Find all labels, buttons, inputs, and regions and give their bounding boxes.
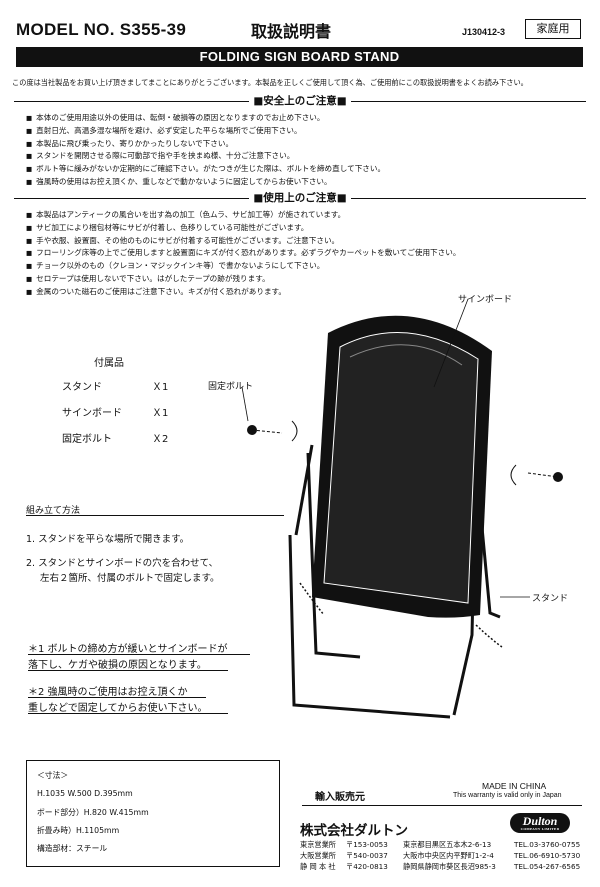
- board-surface: [323, 332, 479, 604]
- dims-board: ボード部分）H.820 W.415mm: [37, 808, 149, 817]
- stand-front-frame: [288, 534, 451, 719]
- made-in: MADE IN CHINA: [482, 781, 547, 791]
- accessory-name: スタンド: [62, 382, 102, 393]
- assembly-step-2: 2. スタンドとサインボードの穴を合わせて、: [26, 558, 219, 569]
- note-underline: [28, 654, 250, 655]
- stand-rear-leg: [306, 452, 361, 659]
- office-tel: TEL.054-267-6565: [514, 862, 581, 871]
- usage-list: 本製品はアンティークの風合いを出す為の加工（色ムラ、サビ加工等）が施されています…: [26, 209, 460, 299]
- household-badge: 家庭用: [525, 19, 581, 39]
- usage-title: ■使用上のご注意■: [249, 192, 351, 204]
- note-underline: [28, 713, 228, 714]
- company-name: 株式会社ダルトン: [300, 823, 408, 839]
- footer-rule: [302, 805, 582, 806]
- list-item: 強風時の使用はお控え頂くか、重しなどで動かないように固定してからお使い下さい。: [26, 176, 385, 189]
- accessory-name: サインボード: [62, 408, 122, 419]
- doc-title: 取扱説明書: [251, 22, 332, 41]
- leader-line: [433, 298, 469, 388]
- chain: [299, 582, 325, 616]
- list-item: スタンドを開閉させる際に可動部で指や手を挟まぬ様、十分ご注意下さい。: [26, 150, 385, 163]
- accessory-row: スタンド Ｘ1: [62, 378, 182, 393]
- list-item: ボルト等に緩みがないか定期的にご確認下さい。がたつきが生じた際は、ボルトを締め直…: [26, 163, 385, 176]
- accessory-name: 固定ボルト: [62, 434, 112, 445]
- office-tel: TEL.06-6910-5730: [514, 851, 581, 860]
- note-underline: [28, 697, 206, 698]
- accessory-row: サインボード Ｘ1: [62, 404, 182, 419]
- list-item: サビ加工により梱包材等にサビが付着し、色移りしている可能性がございます。: [26, 222, 460, 235]
- importer-label: 輸入販売元: [315, 792, 365, 803]
- logo-text: Dulton: [522, 814, 558, 828]
- list-item: セロテープは使用しないで下さい。はがしたテープの跡が残ります。: [26, 273, 460, 286]
- office-address: 大阪市中央区内平野町1-2-4: [403, 851, 494, 860]
- intro-text: この度は当社製品をお買い上げ頂きましてまことにありがとうございます。本製品を正し…: [12, 78, 528, 87]
- office-name: 静 岡 本 社: [300, 862, 336, 871]
- assembly-step-2-cont: 左右２箇所、付属のボルトで固定します。: [40, 573, 220, 584]
- assembly-title: 組み立て方法: [26, 506, 81, 516]
- dims-label: ＜寸法＞: [37, 771, 69, 780]
- list-item: 本製品はアンティークの風合いを出す為の加工（色ムラ、サビ加工等）が施されています…: [26, 209, 460, 222]
- note-2-line-2: 重しなどで固定してからお使い下さい。: [28, 703, 208, 714]
- list-item: 金属のついた磁石のご使用はご注意下さい。キズが付く恐れがあります。: [26, 286, 460, 299]
- list-item: 本製品に飛び乗ったり、寄りかかったりしないで下さい。: [26, 138, 385, 151]
- accessory-qty: Ｘ1: [152, 382, 169, 393]
- list-item: チョーク以外のもの（クレヨン・マジックインキ等）で書かないようにして下さい。: [26, 260, 460, 273]
- leader-line: [241, 386, 249, 422]
- safety-list: 本体のご使用用途以外の使用は、転倒・破損等の原因となりますのでお止め下さい。 直…: [26, 112, 385, 189]
- office-tel: TEL.03-3760-0755: [514, 840, 581, 849]
- bolt-axis: [527, 472, 559, 478]
- office-postal: 〒420-0813: [346, 862, 388, 871]
- rotate-arrow-icon: [291, 420, 298, 442]
- note-1-line-1: ＊1 ボルトの締め方が緩いとサインボードが: [28, 644, 228, 655]
- office-postal: 〒153-0053: [346, 840, 388, 849]
- accessory-qty: Ｘ2: [152, 434, 169, 445]
- note-1-line-2: 落下し、ケガや破損の原因となります。: [28, 660, 207, 671]
- assembly-rule: [26, 515, 284, 516]
- usage-section-header: ■使用上のご注意■: [14, 191, 586, 205]
- bolt-label: 固定ボルト: [208, 382, 254, 392]
- dulton-logo: Dulton COMPANY LIMITED: [510, 813, 570, 833]
- list-item: 手や衣服、設置面、その他のものにサビが付着する可能性がございます。ご注意下さい。: [26, 235, 460, 248]
- stand-label: スタンド: [532, 594, 569, 604]
- rotate-arrow-icon: [510, 464, 517, 486]
- note-2-line-1: ＊2 強風時のご使用はお控え頂くか: [28, 687, 188, 698]
- model-number: MODEL NO. S355-39: [16, 20, 187, 39]
- list-item: 直射日光、高温多湿な場所を避け、必ず安定した平らな場所でご使用下さい。: [26, 125, 385, 138]
- product-code: J130412-3: [462, 27, 506, 37]
- note-underline: [28, 670, 228, 671]
- list-item: 本体のご使用用途以外の使用は、転倒・破損等の原因となりますのでお止め下さい。: [26, 112, 385, 125]
- assembly-step-1: 1. スタンドを平らな場所で開きます。: [26, 534, 190, 545]
- accessory-row: 固定ボルト Ｘ2: [62, 430, 182, 445]
- dimensions-box: ＜寸法＞ H.1035 W.500 D.395mm ボード部分）H.820 W.…: [26, 760, 280, 867]
- dims-material: 構造部材：スチール: [37, 844, 108, 853]
- dims-overall: H.1035 W.500 D.395mm: [37, 789, 133, 798]
- safety-title: ■安全上のご注意■: [249, 95, 351, 107]
- bolt-axis: [251, 429, 283, 434]
- office-address: 東京都目黒区五本木2-6-13: [403, 840, 492, 849]
- office-postal: 〒540-0037: [346, 851, 388, 860]
- accessory-qty: Ｘ1: [152, 408, 169, 419]
- warranty-text: This warranty is valid only in Japan: [453, 792, 562, 799]
- chain: [475, 624, 503, 648]
- board-highlight: [349, 344, 463, 366]
- office-name: 東京営業所: [300, 840, 336, 849]
- logo-subtext: COMPANY LIMITED: [520, 827, 560, 831]
- list-item: フローリング床等の上でご使用しますと設置面にキズが付く恐れがあります。必ずラグや…: [26, 247, 460, 260]
- stand-front-frame: [294, 444, 314, 536]
- product-name-bar: FOLDING SIGN BOARD STAND: [16, 47, 583, 67]
- accessories-title: 付属品: [94, 358, 124, 369]
- sign-board-label: サインボード: [458, 295, 513, 305]
- dims-folded: 折畳み時）H.1105mm: [37, 826, 120, 835]
- safety-section-header: ■安全上のご注意■: [14, 94, 586, 108]
- stand-illustration: [241, 298, 563, 719]
- office-address: 静岡県静岡市葵区長沼985-3: [403, 862, 496, 871]
- office-name: 大阪営業所: [300, 851, 336, 860]
